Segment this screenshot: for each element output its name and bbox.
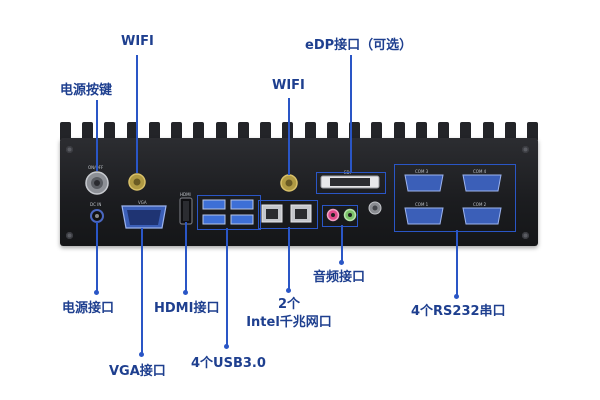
- usb-port[interactable]: [230, 199, 254, 210]
- leader-dot: [139, 352, 144, 357]
- lan-port[interactable]: [261, 204, 283, 223]
- heatsink-fin: [371, 122, 382, 140]
- leader-hdmi: [185, 222, 187, 292]
- callout-vga: VGA接口: [109, 364, 166, 379]
- callout-power-jack: 电源接口: [62, 301, 115, 316]
- panel-label-com2: COM 2: [473, 202, 487, 207]
- lan-port[interactable]: [290, 204, 312, 223]
- panel-label-com1: COM 1: [415, 202, 429, 207]
- leader-audio: [341, 225, 343, 262]
- com-port-2[interactable]: [462, 207, 502, 225]
- leader-lan: [288, 227, 290, 290]
- callout-usb: 4个USB3.0: [191, 356, 266, 371]
- heatsink-fin: [104, 122, 115, 140]
- heatsink-fin: [505, 122, 516, 140]
- callout-audio: 音频接口: [313, 270, 366, 285]
- heatsink-fin: [527, 122, 538, 140]
- panel-label-dc-in: DC IN: [90, 202, 102, 207]
- heatsink-fin: [394, 122, 405, 140]
- heatsink-fin: [460, 122, 471, 140]
- com-port-3[interactable]: [404, 174, 444, 192]
- callout-wifi-left: WIFI: [121, 34, 154, 49]
- callout-lan-desc: Intel千兆网口: [246, 315, 332, 330]
- callout-lan-count: 2个: [277, 297, 301, 312]
- hdmi-port[interactable]: [179, 197, 193, 225]
- heatsink-fin: [282, 122, 293, 140]
- usb-port[interactable]: [230, 214, 254, 225]
- panel-screw: [66, 146, 73, 153]
- usb-group-box: [197, 195, 261, 230]
- leader-wifi-left: [136, 55, 138, 173]
- heatsink-fin: [216, 122, 227, 140]
- heatsink-fin: [260, 122, 271, 140]
- heatsink-fin: [483, 122, 494, 140]
- leader-edp: [350, 55, 352, 173]
- leader-usb: [226, 228, 228, 346]
- audio-jack-line-out[interactable]: [343, 208, 357, 222]
- heatsink-fin: [149, 122, 160, 140]
- heatsink-fin: [60, 122, 71, 140]
- audio-jack-mic[interactable]: [326, 208, 340, 222]
- com-port-4[interactable]: [462, 174, 502, 192]
- leader-dot: [183, 290, 188, 295]
- wifi-antenna-connector-left: [128, 173, 146, 191]
- com-port-1[interactable]: [404, 207, 444, 225]
- callout-wifi-right: WIFI: [272, 78, 305, 93]
- leader-dot: [286, 288, 291, 293]
- panel-label-vga: VGA: [138, 200, 147, 205]
- leader-vga: [141, 228, 143, 354]
- heatsink-fin: [193, 122, 204, 140]
- leader-dot: [339, 260, 344, 265]
- heatsink-fin: [82, 122, 93, 140]
- audio-group-box: [322, 205, 358, 227]
- edp-group-box: [316, 172, 386, 194]
- panel-label-com3: COM 3: [415, 169, 429, 174]
- leader-dot: [224, 344, 229, 349]
- leader-dot: [94, 290, 99, 295]
- leader-wifi-right: [288, 98, 290, 175]
- leader-dot: [454, 294, 459, 299]
- heatsink-fin: [305, 122, 316, 140]
- leader-rs232: [456, 230, 458, 296]
- panel-screw: [66, 232, 73, 239]
- com-group-box: [394, 164, 516, 232]
- callout-edp: eDP接口（可选）: [305, 38, 413, 53]
- usb-port[interactable]: [202, 199, 226, 210]
- panel-label-on-off: ON/OFF: [88, 165, 103, 170]
- heatsink-fin: [327, 122, 338, 140]
- panel-label-com4: COM 4: [473, 169, 487, 174]
- heatsink-fin: [349, 122, 360, 140]
- heatsink-fin: [238, 122, 249, 140]
- panel-label-hdmi: HDMI: [180, 192, 191, 197]
- power-jack[interactable]: [90, 209, 104, 223]
- usb-port[interactable]: [202, 214, 226, 225]
- callout-hdmi: HDMI接口: [154, 301, 220, 316]
- panel-screw: [522, 146, 529, 153]
- heatsink-fin: [127, 122, 138, 140]
- wifi-antenna-connector-right: [280, 174, 298, 192]
- heatsink-fin: [416, 122, 427, 140]
- leader-power-button: [96, 100, 98, 171]
- callout-power-button: 电源按键: [60, 83, 113, 98]
- leader-power-jack: [96, 222, 98, 292]
- power-button[interactable]: [85, 171, 109, 195]
- ground-terminal: [368, 201, 382, 215]
- lan-group-box: [258, 200, 318, 229]
- panel-screw: [522, 232, 529, 239]
- heatsink-fins: [60, 122, 538, 140]
- edp-connector[interactable]: [320, 175, 380, 189]
- heatsink-fin: [171, 122, 182, 140]
- callout-rs232: 4个RS232串口: [411, 304, 506, 319]
- heatsink-fin: [438, 122, 449, 140]
- vga-port[interactable]: [121, 205, 167, 229]
